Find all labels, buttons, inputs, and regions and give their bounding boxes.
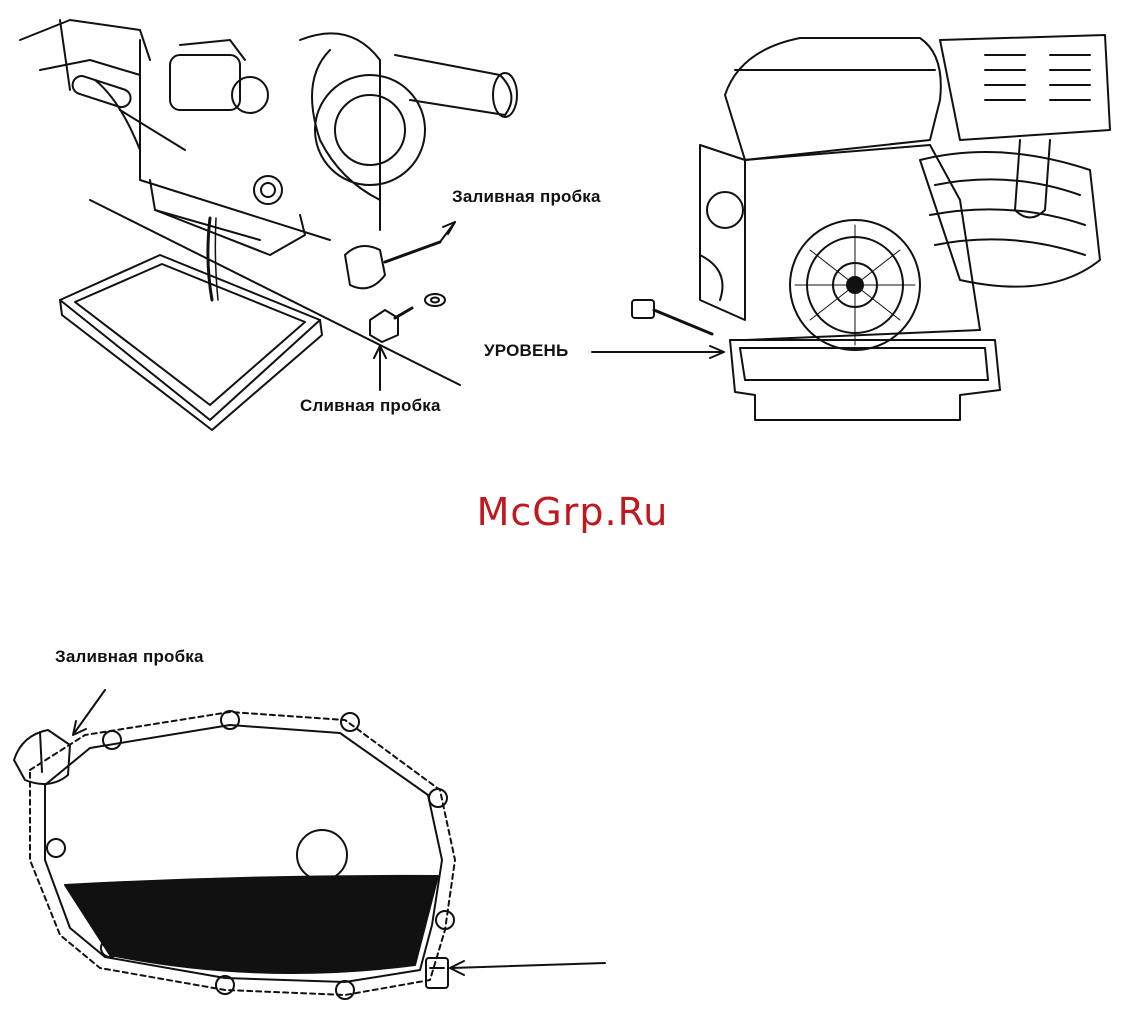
site-watermark: McGrp.Ru [0,490,1145,534]
engine-drain-illustration [20,20,517,430]
drain-plug-label: Сливная пробка [300,396,441,416]
level-label: УРОВЕНЬ [484,341,568,361]
crankcase-cover-illustration [14,690,605,999]
fill-plug-label-bottom: Заливная пробка [55,647,204,667]
engine-level-illustration [592,35,1110,420]
fill-plug-label-top: Заливная пробка [452,187,601,207]
